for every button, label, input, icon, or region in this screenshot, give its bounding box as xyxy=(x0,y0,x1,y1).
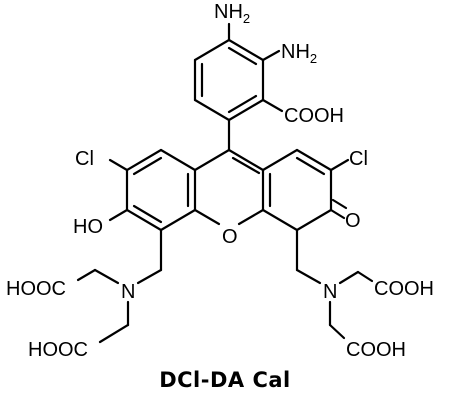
chloro-right-label: Cl xyxy=(349,148,368,170)
top-benzene-ring xyxy=(193,38,265,122)
compound-name-caption: DCl-DA Cal xyxy=(159,368,291,392)
xanthene-core xyxy=(125,148,333,232)
left-iminodiacetate-arm xyxy=(76,268,163,344)
top-ring-substituents xyxy=(227,22,284,152)
ring-oxygen-label: O xyxy=(222,226,238,248)
aryl-carboxyl-label: COOH xyxy=(284,105,344,127)
nitrogen-right-label: N xyxy=(323,281,337,303)
carboxyl-left-bottom-label: HOOC xyxy=(28,339,88,361)
core-substituents xyxy=(108,158,350,272)
keto-oxygen-label: O xyxy=(345,210,361,232)
carboxyl-left-top-label: HOOC xyxy=(6,278,66,300)
carboxyl-right-top-label: COOH xyxy=(374,278,434,300)
nitrogen-left-label: N xyxy=(121,281,135,303)
amino-group-top-label: NH2 xyxy=(214,1,250,26)
amino-group-right-label: NH2 xyxy=(281,41,317,66)
chloro-left-label: Cl xyxy=(75,148,94,170)
carboxyl-right-bottom-label: COOH xyxy=(346,339,406,361)
hydroxyl-label: HO xyxy=(73,216,103,238)
right-iminodiacetate-arm xyxy=(295,268,374,340)
